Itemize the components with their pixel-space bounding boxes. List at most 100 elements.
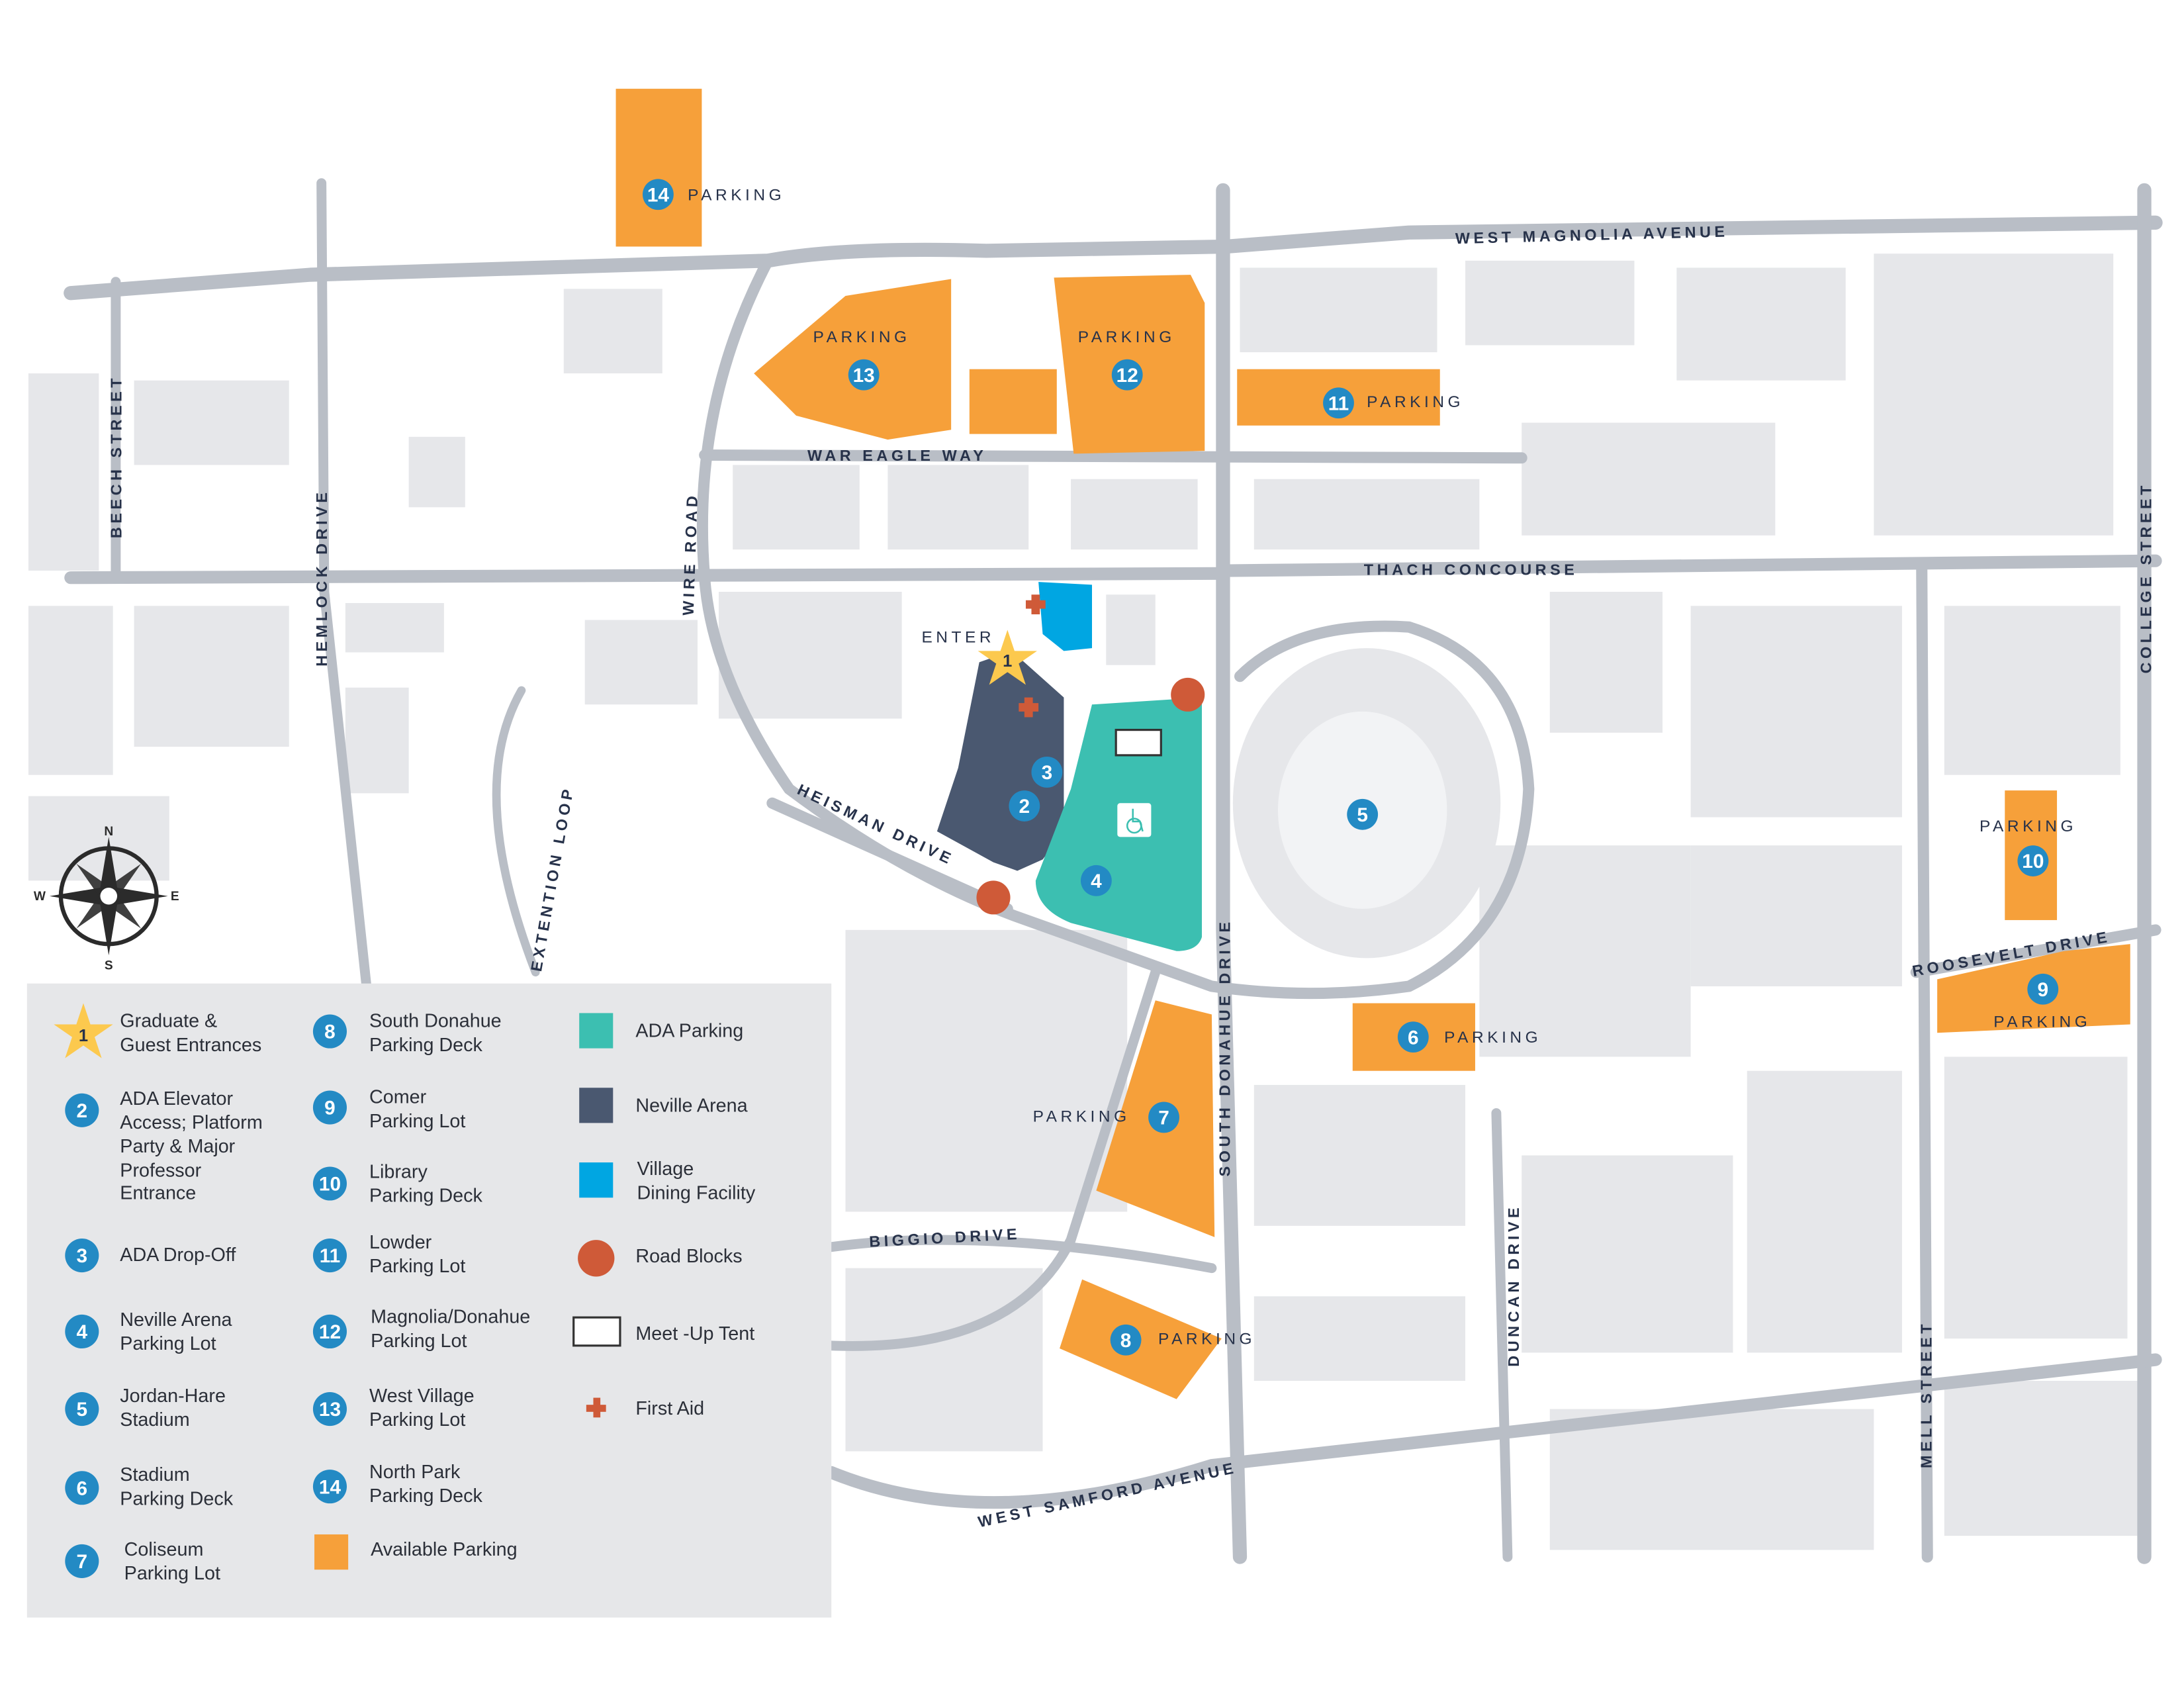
legend-item-8: 8 South Donahue Parking Deck bbox=[312, 1011, 502, 1056]
svg-text:7: 7 bbox=[77, 1551, 88, 1573]
svg-text:7: 7 bbox=[1158, 1107, 1169, 1129]
road-block bbox=[1171, 677, 1205, 712]
marker-14[interactable]: 14 bbox=[642, 179, 674, 211]
svg-text:Entrance: Entrance bbox=[120, 1182, 196, 1203]
street-south-donahue: SOUTH DONAHUE DRIVE bbox=[1216, 918, 1234, 1176]
marker-3[interactable]: 3 bbox=[1031, 757, 1063, 788]
marker-8[interactable]: 8 bbox=[1110, 1324, 1142, 1356]
svg-text:1: 1 bbox=[1003, 652, 1012, 671]
svg-text:E: E bbox=[171, 890, 179, 904]
street-mell: MELL STREET bbox=[1918, 1321, 1935, 1468]
legend-item-1: 1 Graduate & Guest Entrances bbox=[54, 1003, 261, 1058]
legend-item-9: 9 Comer Parking Lot bbox=[312, 1087, 465, 1132]
svg-text:Lowder: Lowder bbox=[369, 1232, 432, 1253]
marker-9[interactable]: 9 bbox=[2027, 973, 2059, 1005]
svg-text:Meet -Up Tent: Meet -Up Tent bbox=[635, 1323, 754, 1344]
enter-label: ENTER bbox=[921, 629, 995, 647]
legend-item-11: 11 Lowder Parking Lot bbox=[312, 1232, 465, 1277]
road-block-icon bbox=[578, 1240, 615, 1277]
legend-item-2: 2 ADA Elevator Access; Platform Party & … bbox=[65, 1088, 263, 1203]
street-duncan: DUNCAN DRIVE bbox=[1505, 1204, 1522, 1367]
svg-text:PARKING: PARKING bbox=[1158, 1331, 1255, 1348]
svg-text:1: 1 bbox=[79, 1027, 88, 1045]
graduate-entrance-star[interactable]: 1 bbox=[978, 630, 1037, 685]
village-dining-facility[interactable] bbox=[1038, 582, 1092, 651]
svg-text:South Donahue: South Donahue bbox=[369, 1011, 502, 1032]
road-block bbox=[976, 880, 1011, 915]
legend-item-10: 10 Library Parking Deck bbox=[312, 1161, 482, 1207]
svg-text:14: 14 bbox=[647, 184, 670, 206]
svg-text:Guest Entrances: Guest Entrances bbox=[120, 1035, 261, 1056]
svg-text:3: 3 bbox=[1042, 762, 1053, 784]
marker-10[interactable]: 10 bbox=[2017, 845, 2049, 876]
svg-text:North Park: North Park bbox=[369, 1462, 461, 1483]
svg-text:5: 5 bbox=[77, 1399, 88, 1421]
svg-text:9: 9 bbox=[324, 1098, 336, 1119]
svg-text:14: 14 bbox=[319, 1476, 341, 1498]
compass-rose-icon: N S E W bbox=[34, 825, 179, 972]
svg-text:6: 6 bbox=[77, 1477, 88, 1499]
legend-neville-arena: Neville Arena bbox=[579, 1088, 748, 1123]
legend-item-6: 6 Stadium Parking Deck bbox=[65, 1464, 234, 1509]
legend-item-4: 4 Neville Arena Parking Lot bbox=[65, 1309, 232, 1354]
marker-6[interactable]: 6 bbox=[1397, 1021, 1429, 1053]
svg-text:W: W bbox=[34, 890, 46, 904]
parking-labels: PARKING PARKING PARKING PARKING PARKING … bbox=[688, 186, 2091, 1348]
svg-text:Parking Deck: Parking Deck bbox=[369, 1485, 482, 1507]
svg-text:Parking Lot: Parking Lot bbox=[369, 1256, 465, 1277]
meet-up-tent[interactable] bbox=[1115, 728, 1162, 757]
svg-text:Stadium: Stadium bbox=[120, 1409, 189, 1430]
legend-meet-up-tent: Meet -Up Tent bbox=[572, 1316, 754, 1347]
svg-text:Parking Lot: Parking Lot bbox=[120, 1333, 216, 1354]
street-west-samford: WEST SAMFORD AVENUE bbox=[976, 1459, 1238, 1530]
svg-text:Neville Arena: Neville Arena bbox=[120, 1309, 232, 1331]
legend-available-parking: Available Parking bbox=[314, 1534, 518, 1570]
marker-13[interactable]: 13 bbox=[848, 359, 880, 391]
svg-text:Parking Lot: Parking Lot bbox=[369, 1111, 465, 1132]
svg-text:PARKING: PARKING bbox=[1979, 818, 2077, 835]
svg-text:11: 11 bbox=[320, 1245, 340, 1267]
parking-area-13[interactable] bbox=[754, 279, 952, 440]
legend: 1 Graduate & Guest Entrances 2 ADA Eleva… bbox=[26, 983, 832, 1618]
marker-12[interactable]: 12 bbox=[1111, 359, 1143, 391]
svg-text:3: 3 bbox=[77, 1245, 88, 1267]
legend-ada-parking: ADA Parking bbox=[579, 1013, 743, 1049]
svg-text:Jordan-Hare: Jordan-Hare bbox=[120, 1385, 226, 1407]
marker-7[interactable]: 7 bbox=[1148, 1102, 1179, 1133]
svg-text:Stadium: Stadium bbox=[120, 1464, 189, 1485]
marker-2[interactable]: 2 bbox=[1009, 790, 1040, 821]
svg-text:9: 9 bbox=[2037, 979, 2048, 1001]
street-war-eagle: WAR EAGLE WAY bbox=[807, 447, 987, 464]
svg-text:ADA Drop-Off: ADA Drop-Off bbox=[120, 1244, 236, 1266]
star-icon bbox=[54, 1003, 113, 1058]
legend-item-14: 14 North Park Parking Deck bbox=[312, 1462, 482, 1507]
svg-text:PARKING: PARKING bbox=[1444, 1029, 1541, 1047]
svg-text:8: 8 bbox=[324, 1021, 336, 1043]
svg-text:Parking Lot: Parking Lot bbox=[371, 1331, 467, 1352]
legend-item-7: 7 Coliseum Parking Lot bbox=[65, 1539, 220, 1584]
svg-text:N: N bbox=[104, 825, 113, 839]
parking-area-connector[interactable] bbox=[969, 369, 1057, 434]
svg-text:West Village: West Village bbox=[369, 1385, 475, 1407]
parking-area-14[interactable] bbox=[615, 89, 702, 247]
svg-text:Library: Library bbox=[369, 1161, 428, 1182]
svg-text:S: S bbox=[105, 959, 113, 972]
svg-text:Parking Deck: Parking Deck bbox=[120, 1488, 233, 1509]
svg-text:4: 4 bbox=[1091, 870, 1102, 892]
svg-text:ADA Elevator: ADA Elevator bbox=[120, 1088, 233, 1109]
svg-text:Magnolia/Donahue: Magnolia/Donahue bbox=[371, 1307, 530, 1328]
legend-item-5: 5 Jordan-Hare Stadium bbox=[65, 1385, 226, 1430]
wheelchair-icon bbox=[1117, 803, 1152, 837]
street-college: COLLEGE STREET bbox=[2138, 482, 2155, 673]
marker-5[interactable]: 5 bbox=[1347, 798, 1379, 830]
marker-11[interactable]: 11 bbox=[1323, 387, 1354, 419]
svg-text:Parking Lot: Parking Lot bbox=[369, 1409, 465, 1430]
swatch bbox=[314, 1534, 349, 1570]
svg-text:Neville Arena: Neville Arena bbox=[635, 1095, 747, 1116]
svg-text:8: 8 bbox=[1120, 1330, 1132, 1352]
legend-village-dining: Village Dining Facility bbox=[579, 1158, 756, 1203]
svg-text:PARKING: PARKING bbox=[1993, 1013, 2091, 1031]
marker-4[interactable]: 4 bbox=[1080, 865, 1112, 896]
legend-item-3: 3 ADA Drop-Off bbox=[65, 1238, 236, 1273]
svg-text:PARKING: PARKING bbox=[688, 186, 785, 204]
